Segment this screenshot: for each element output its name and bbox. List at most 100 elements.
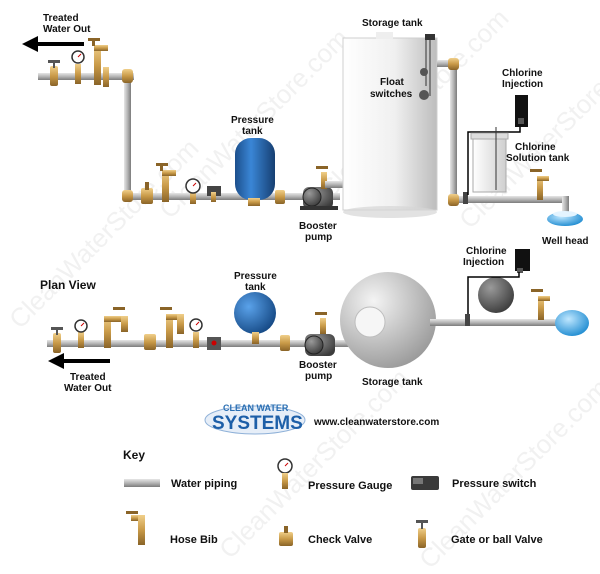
plan-treated-label-2: Water Out [64, 383, 112, 394]
plan-view-title: Plan View [40, 278, 96, 292]
well-head-label: Well head [542, 236, 589, 247]
pressure-gauge-icon [189, 318, 203, 348]
pressure-switch-icon [207, 337, 221, 350]
hose-bib-icon [126, 511, 145, 545]
treated-out-arrow [22, 36, 84, 52]
key-pressure-switch: Pressure switch [452, 478, 537, 490]
booster-label-1: Booster [299, 221, 337, 232]
chlorine-sol-label-2: Solution tank [506, 153, 570, 164]
plan-booster-label-1: Booster [299, 360, 337, 371]
gate-valve [48, 60, 60, 86]
hose-bib-icon [531, 289, 550, 320]
water-pipe [124, 193, 340, 200]
pipe-fitting [177, 314, 184, 334]
water-pipe [452, 196, 568, 203]
pressure-gauge-icon [71, 50, 85, 84]
hose-bib-icon [530, 169, 549, 200]
water-pipe [124, 73, 131, 200]
hose-bib-icon [315, 312, 327, 334]
pressure-tank [235, 138, 275, 206]
hose-bib-handle [160, 307, 172, 310]
plan-pressure-label-1: Pressure [234, 271, 277, 282]
key-title: Key [123, 448, 145, 462]
float-label-2: switches [370, 89, 413, 100]
svg-text:CleanWaterStore.com: CleanWaterStore.com [3, 133, 204, 334]
hose-bib-icon [166, 314, 173, 348]
water-pipe [437, 60, 457, 67]
water-piping-icon [124, 479, 160, 487]
hose-bib-icon [104, 316, 111, 348]
water-pipe [562, 196, 569, 214]
check-valve-icon [280, 335, 290, 351]
svg-text:SYSTEMS: SYSTEMS [212, 413, 303, 434]
pressure-switch-icon [207, 186, 221, 202]
key-check-valve: Check Valve [308, 534, 372, 546]
booster-label-2: pump [305, 232, 332, 243]
water-pipe [325, 181, 345, 188]
water-pipe [430, 319, 560, 326]
pressure-gauge-icon [74, 319, 88, 348]
injection-point [465, 314, 470, 326]
chlorine-inj-label-2: Injection [502, 79, 543, 90]
storage-tank-top [340, 272, 436, 368]
water-pipe [38, 73, 134, 80]
plan-booster-label-2: pump [305, 371, 332, 382]
injection-line [467, 127, 521, 195]
plan-chlorine-label-2: Injection [463, 257, 504, 268]
well-head-top [555, 310, 589, 336]
pressure-gauge-icon [277, 458, 293, 489]
check-valve-icon [275, 190, 285, 204]
plan-view: Plan View [40, 246, 589, 394]
elbow-fitting [122, 190, 133, 202]
company-logo: CLEAN WATER SYSTEMS [204, 403, 306, 435]
injection-line [467, 272, 520, 318]
elbow-fitting [122, 69, 133, 83]
pipe-fitting [121, 316, 128, 332]
chlorine-injection-pump [515, 95, 528, 127]
key-water-piping: Water piping [171, 478, 237, 490]
storage-tank-label: Storage tank [362, 18, 423, 29]
plan-storage-label: Storage tank [362, 377, 423, 388]
check-valve-icon [141, 182, 153, 204]
plan-chlorine-label-1: Chlorine [466, 246, 507, 257]
float-label-1: Float [380, 77, 405, 88]
float-switches [419, 34, 435, 100]
key-gate-valve: Gate or ball Valve [451, 534, 543, 546]
water-pipe [450, 60, 457, 203]
treated-out-label-2: Water Out [43, 24, 91, 35]
treated-out-arrow [48, 353, 110, 369]
hose-bib-icon [156, 163, 176, 202]
gate-valve-icon [416, 520, 428, 548]
well-head [547, 211, 583, 226]
gate-valve [51, 327, 63, 353]
pressure-tank-label-2: tank [242, 126, 263, 137]
elevation-view: Treated Water Out [22, 13, 589, 247]
pressure-tank-label-1: Pressure [231, 115, 274, 126]
chlorine-sol-label-1: Chlorine [515, 142, 556, 153]
key-pressure-gauge: Pressure Gauge [308, 480, 392, 492]
elbow-fitting [448, 58, 459, 70]
chlorine-inj-label-1: Chlorine [502, 68, 543, 79]
treated-out-label-1: Treated [43, 13, 79, 24]
pipe-fitting [166, 314, 184, 320]
pressure-tank [234, 292, 276, 344]
pipe-fitting [103, 67, 109, 87]
elbow-fitting [448, 194, 459, 206]
pipe-fitting [104, 316, 126, 322]
chlorine-injection-pump [515, 249, 530, 273]
plan-pressure-label-2: tank [245, 282, 266, 293]
pressure-switch-icon [411, 476, 439, 490]
chlorine-solution-tank [470, 127, 509, 193]
check-valve-icon [279, 526, 293, 546]
pressure-gauge-icon [185, 178, 201, 204]
check-valve-icon [144, 334, 156, 350]
legend-key: Key Water piping Pressure Gauge Pressure… [123, 448, 543, 548]
hose-bib-icon [316, 166, 328, 189]
injection-point [463, 192, 468, 204]
chlorine-tank-top [478, 277, 514, 313]
plan-treated-label-1: Treated [70, 372, 106, 383]
booster-pump [304, 334, 335, 356]
storage-tank [342, 32, 438, 218]
